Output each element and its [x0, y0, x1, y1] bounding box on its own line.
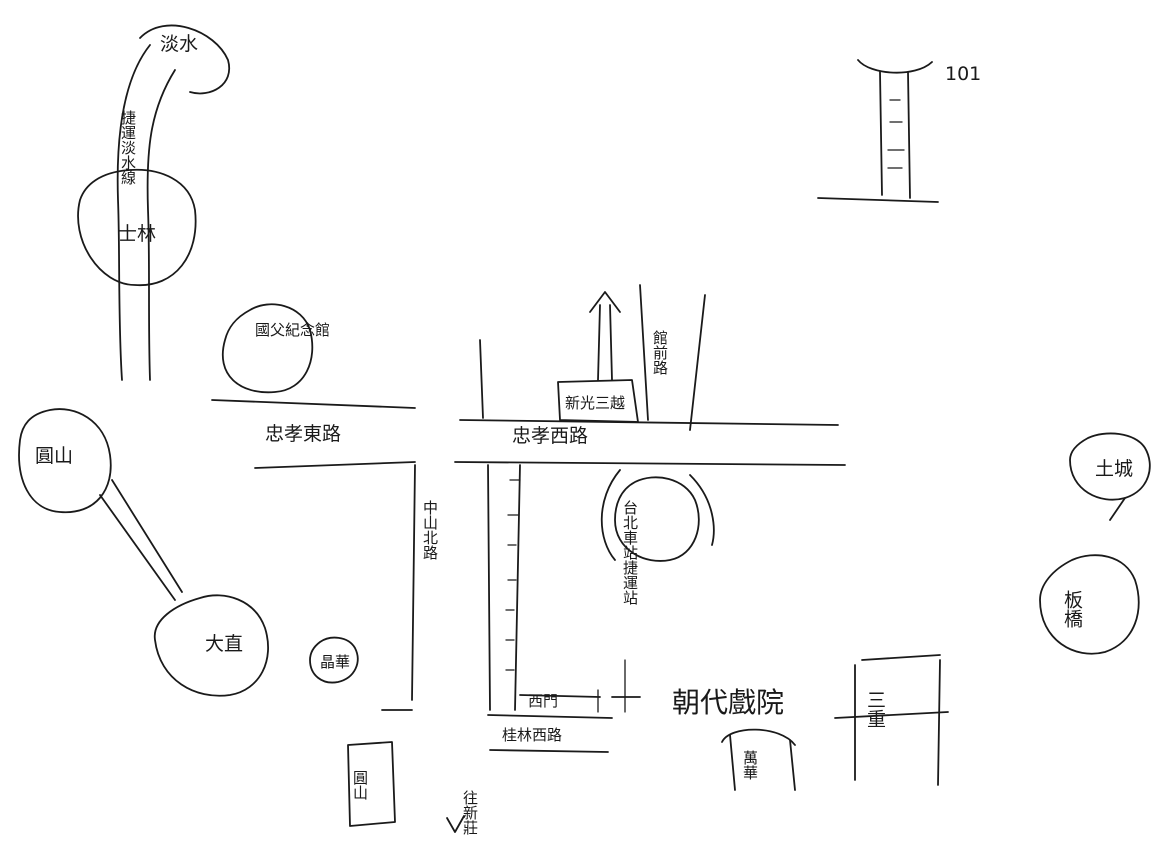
label-ximen: 西門 — [528, 692, 558, 710]
left-connector-1 — [99, 494, 176, 601]
mrt-station-circle — [614, 476, 700, 562]
sanchong-box-right — [937, 659, 941, 786]
danshui-line-group: 淡水 捷運淡水線 士林 — [77, 24, 231, 381]
danshui-line-left-edge — [116, 44, 151, 381]
guanqian-right-edge — [689, 294, 706, 431]
shin-kong-arrow-left — [597, 304, 601, 381]
mrt-line-ticks — [505, 479, 521, 671]
dazhi-group: 圓山 大直 — [18, 408, 269, 697]
shilin-circle — [77, 168, 197, 286]
label-sanchong: 三重 — [864, 690, 886, 728]
mrt-station-left-arc — [600, 469, 621, 561]
label-wanhua: 萬華 — [741, 750, 759, 780]
label-jieyun: 捷運淡水線 — [119, 110, 137, 185]
guofu-circle — [221, 303, 314, 394]
label-zhongshan-north: 中山北路 — [421, 500, 439, 560]
shin-kong-arrow-head — [589, 291, 621, 313]
label-danshui-1: 淡水 — [160, 33, 198, 55]
zhongxiao-east-bottom — [254, 461, 416, 469]
wanhua-left — [729, 734, 736, 791]
tucheng-tail — [1109, 497, 1126, 521]
label-yuanshan: 圓山 — [35, 445, 73, 467]
sanchong-box-top — [861, 654, 941, 661]
label-yuanshan-bottom: 圓山 — [351, 770, 369, 800]
zhongshan-north-left — [411, 464, 416, 701]
mrt-line-right — [514, 464, 521, 711]
chaodai-ticks — [597, 659, 626, 713]
mrt-line-left — [487, 464, 491, 711]
guanqian-left-edge — [639, 284, 649, 421]
shipin-group: 晶華 — [309, 636, 359, 684]
guofu-group: 國父紀念館 — [221, 303, 330, 394]
left-circle — [18, 408, 112, 514]
central-roads-group: 忠孝東路 忠孝西路 新光三越 館前路 中山北路 西門 桂林西路 — [211, 284, 846, 753]
down-arrow — [446, 815, 465, 833]
label-guofu: 國父紀念館 — [255, 321, 330, 339]
chaodai-group: 朝代戲院 萬華 三重 — [597, 654, 949, 791]
label-zhongxiao-east: 忠孝東路 — [265, 423, 341, 445]
tower-top-arc — [857, 59, 933, 74]
shin-kong-left-vertical — [479, 339, 484, 419]
label-shilin: 士林 — [118, 223, 156, 245]
label-101: 101 — [945, 63, 981, 85]
banqiao-circle — [1039, 554, 1140, 655]
shin-kong-building — [557, 379, 639, 423]
tower-right-edge — [907, 71, 911, 199]
guiyang-road-top — [519, 694, 601, 698]
danshui-line-right-edge — [146, 69, 176, 381]
tower-base — [817, 197, 939, 203]
label-xinguang: 新光三越 — [565, 394, 625, 412]
label-banqiao: 板橋 — [1061, 590, 1083, 629]
label-chaodai: 朝代戲院 — [672, 686, 784, 719]
wanhua-right — [789, 739, 796, 791]
label-guanqian: 館前路 — [651, 330, 669, 375]
sanchong-crossbar — [834, 711, 949, 719]
dazhi-circle — [154, 594, 269, 697]
shin-kong-arrow-right — [609, 304, 613, 381]
tucheng-circle — [1069, 432, 1151, 501]
danshui-terminal-loop — [139, 24, 231, 95]
yuanshan-bottom-box — [347, 741, 396, 827]
zhongxiao-west-bottom — [454, 461, 846, 466]
tower-stripes — [887, 99, 905, 169]
label-tucheng: 土城 — [1095, 458, 1133, 480]
mrt-station-group: 台北車站捷運站 — [600, 469, 715, 605]
taipei-101-group: 101 — [817, 59, 981, 203]
yuanshan-bottom-group: 圓山 — [347, 741, 396, 827]
wanhua-arc — [721, 728, 796, 746]
right-towns-group: 土城 板橋 — [1039, 432, 1151, 655]
mrt-station-right-arc — [689, 474, 715, 546]
guiyang-road-lower — [489, 749, 609, 753]
zhongxiao-east-top — [211, 399, 416, 409]
xinzhuang-group: 往新莊 — [446, 790, 479, 835]
label-mrt-station: 台北車站捷運站 — [621, 500, 639, 605]
tower-left-edge — [879, 71, 883, 196]
label-xinzhuang: 往新莊 — [461, 790, 479, 835]
left-connector-2 — [111, 479, 183, 593]
label-dazhi: 大直 — [205, 633, 243, 655]
guiyang-road-bottom — [487, 714, 613, 719]
label-shipin: 晶華 — [320, 653, 350, 671]
zhongxiao-west-top — [459, 419, 839, 426]
shipin-circle — [309, 636, 359, 684]
label-guiyang: 桂林西路 — [502, 726, 562, 744]
label-zhongxiao-west: 忠孝西路 — [512, 425, 588, 447]
